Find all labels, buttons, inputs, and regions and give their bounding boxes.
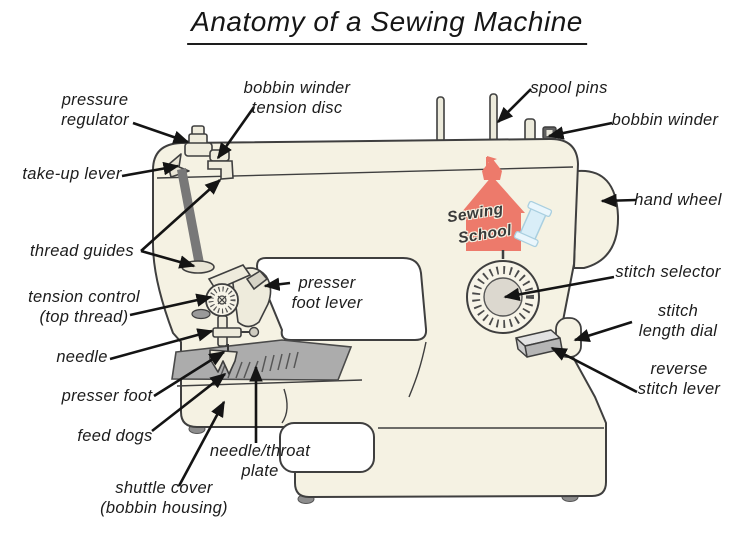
spool-pin [489, 93, 498, 143]
notch-step-edge [281, 388, 288, 424]
arrow-needle [109, 328, 214, 361]
arrow-take-up-lever [121, 161, 180, 178]
arm-cutout [256, 257, 428, 341]
bed-front-edge [176, 379, 363, 387]
arrow-shuttle-cover [177, 400, 226, 487]
needle-bar [212, 315, 242, 347]
arrow-presser-foot-lever [263, 277, 291, 291]
arrow-stitch-selector [503, 275, 615, 302]
arrow-spool-pins [496, 88, 532, 124]
tension-control-dial [205, 283, 239, 317]
hand-wheel-part [572, 169, 620, 269]
logo-thread-spool [513, 200, 553, 248]
arrow-feed-dogs [151, 372, 227, 433]
logo-schoolhouse [461, 156, 525, 251]
arrow-thread-guides [140, 249, 196, 269]
arrow-hand-wheel [600, 193, 637, 208]
arrow-reverse-stitch-lever [550, 346, 638, 394]
pillar-edge [408, 341, 427, 398]
arrow-bobbin-winder-tension-disc [216, 106, 256, 160]
arrow-stitch-length-dial [573, 320, 633, 343]
arrow-bobbin-winder [547, 121, 613, 140]
stitch-selector-dial [466, 250, 540, 334]
thumb-screw [248, 326, 260, 338]
page-title: Anatomy of a Sewing Machine [187, 6, 587, 45]
thread-guide-tab [191, 308, 211, 320]
free-arm-notch [279, 422, 375, 473]
arrows-layer [109, 88, 638, 487]
pressure-regulator-knob [184, 125, 213, 157]
arrow-tension-control-top-thread [129, 293, 213, 317]
thread-strap [177, 168, 204, 266]
spool-pin [436, 96, 445, 143]
arrow-pressure-regulator [132, 121, 190, 144]
arrow-thread-guides [140, 178, 222, 252]
arrow-presser-foot [153, 350, 226, 398]
